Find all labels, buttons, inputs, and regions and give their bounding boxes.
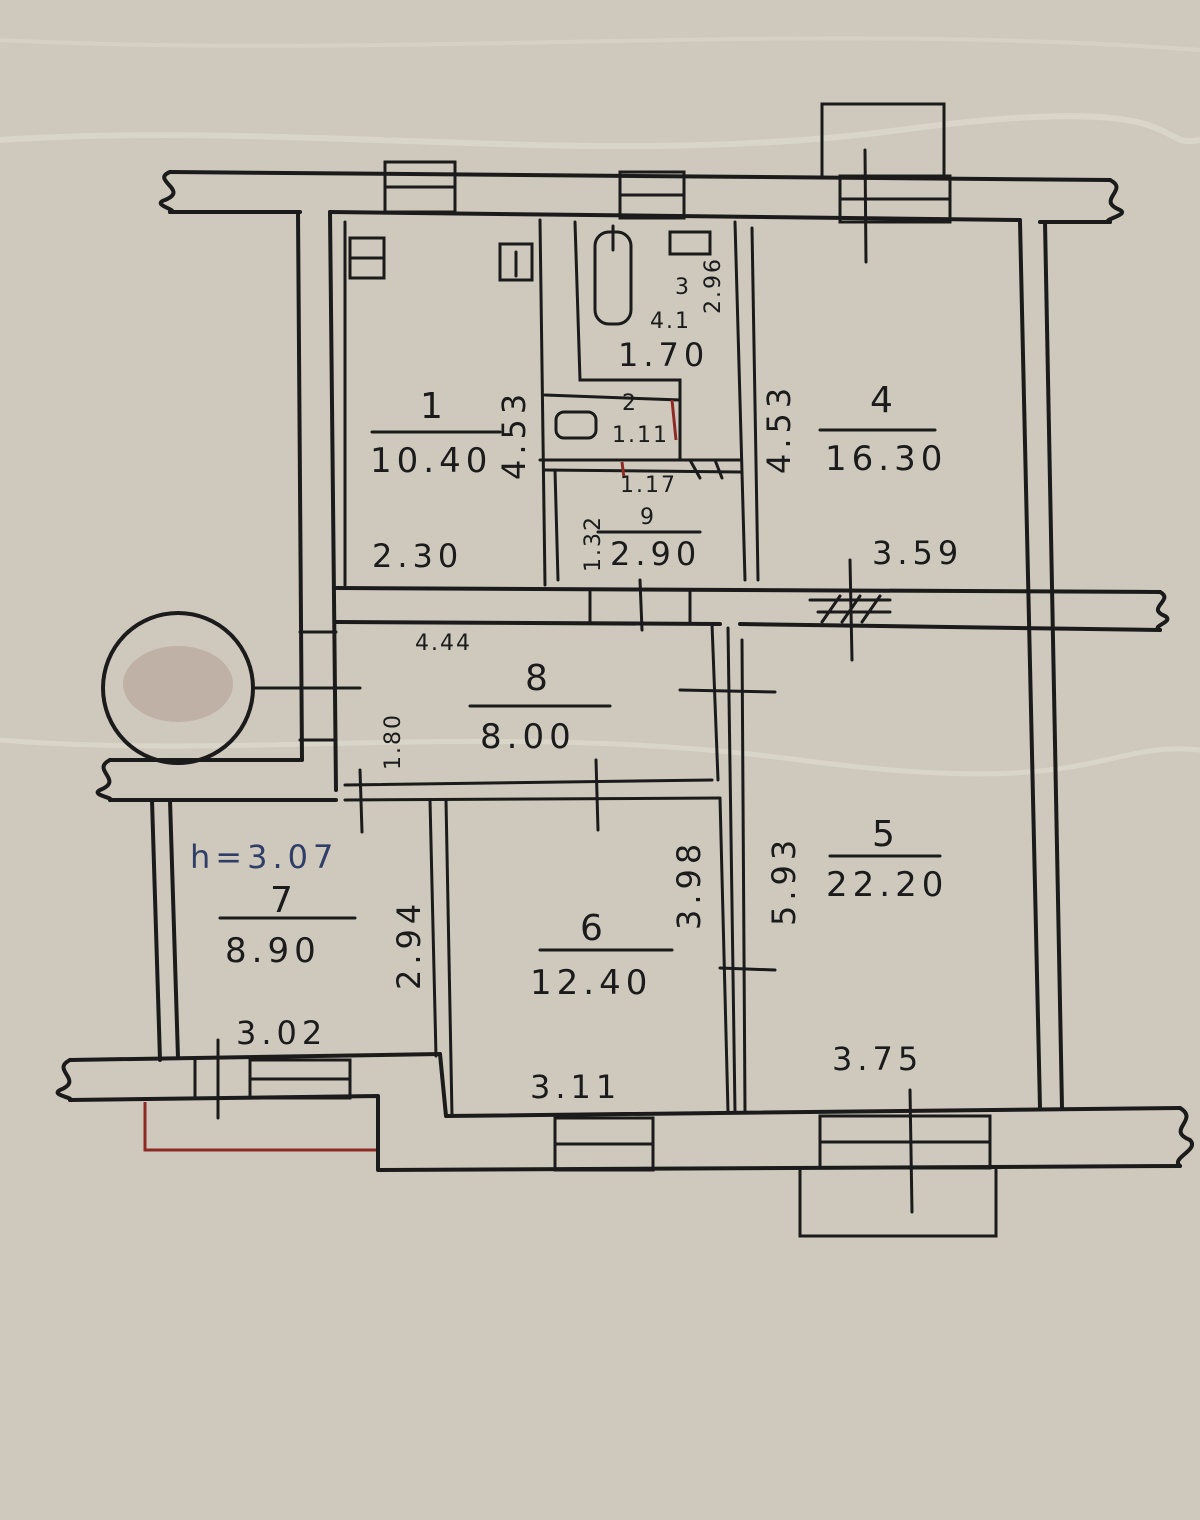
balcony-top <box>820 102 946 178</box>
room-8-area: 8.00 <box>480 717 576 757</box>
room-2-number: 2 <box>622 391 638 416</box>
room-4-number: 4 <box>870 380 898 421</box>
room-4-length: 4.53 <box>760 383 798 474</box>
room-3-area: 4.1 <box>650 309 691 334</box>
windows <box>248 102 998 1238</box>
room-3-length: 2.96 <box>701 257 726 314</box>
room-6-width: 3.11 <box>530 1068 621 1106</box>
red-marks <box>620 399 678 479</box>
doors <box>193 458 892 1120</box>
sink-icon <box>498 242 534 282</box>
room-8-length: 1.80 <box>381 713 406 770</box>
fixtures <box>348 224 712 440</box>
room-7-area: 8.90 <box>225 931 321 971</box>
room-7-width: 3.02 <box>236 1014 327 1052</box>
balcony-bottom <box>798 1168 998 1238</box>
room-5-area: 22.20 <box>826 865 948 905</box>
room-3-number: 3 <box>675 275 691 300</box>
room-3-width: 1.70 <box>618 336 709 374</box>
room-4-area: 16.30 <box>825 439 947 479</box>
room-4-width: 3.59 <box>872 534 963 572</box>
room-2-area: 1.11 <box>612 423 669 448</box>
toilet-icon <box>554 410 598 440</box>
room-5-length: 5.93 <box>765 835 803 926</box>
room-9-number: 9 <box>640 505 656 530</box>
room-5-width: 3.75 <box>832 1040 923 1078</box>
room-6-number: 6 <box>580 908 608 949</box>
ventilation-stack <box>101 611 255 765</box>
room-8-number: 8 <box>525 658 553 699</box>
room-1-area: 10.40 <box>370 441 492 481</box>
room-7-length: 2.94 <box>390 899 428 990</box>
room-1-width: 2.30 <box>372 537 463 575</box>
paper-creases <box>0 36 1200 777</box>
red-outline <box>143 1102 376 1152</box>
room-5-number: 5 <box>872 814 900 855</box>
room-7-number: 7 <box>270 880 298 921</box>
washbasin-icon <box>668 230 712 256</box>
room-1-length: 4.53 <box>495 389 533 480</box>
room-8-width: 4.44 <box>415 631 472 656</box>
room-6-area: 12.40 <box>530 963 652 1003</box>
interior-partitions <box>343 218 760 1118</box>
room-9-width: 1.32 <box>581 515 606 572</box>
room-2-length: 1.17 <box>620 473 677 498</box>
ceiling-height: h=3.07 <box>190 838 338 876</box>
room-9-area: 2.90 <box>610 535 701 573</box>
room-6-length: 3.98 <box>670 839 708 930</box>
room-1-number: 1 <box>420 386 448 427</box>
